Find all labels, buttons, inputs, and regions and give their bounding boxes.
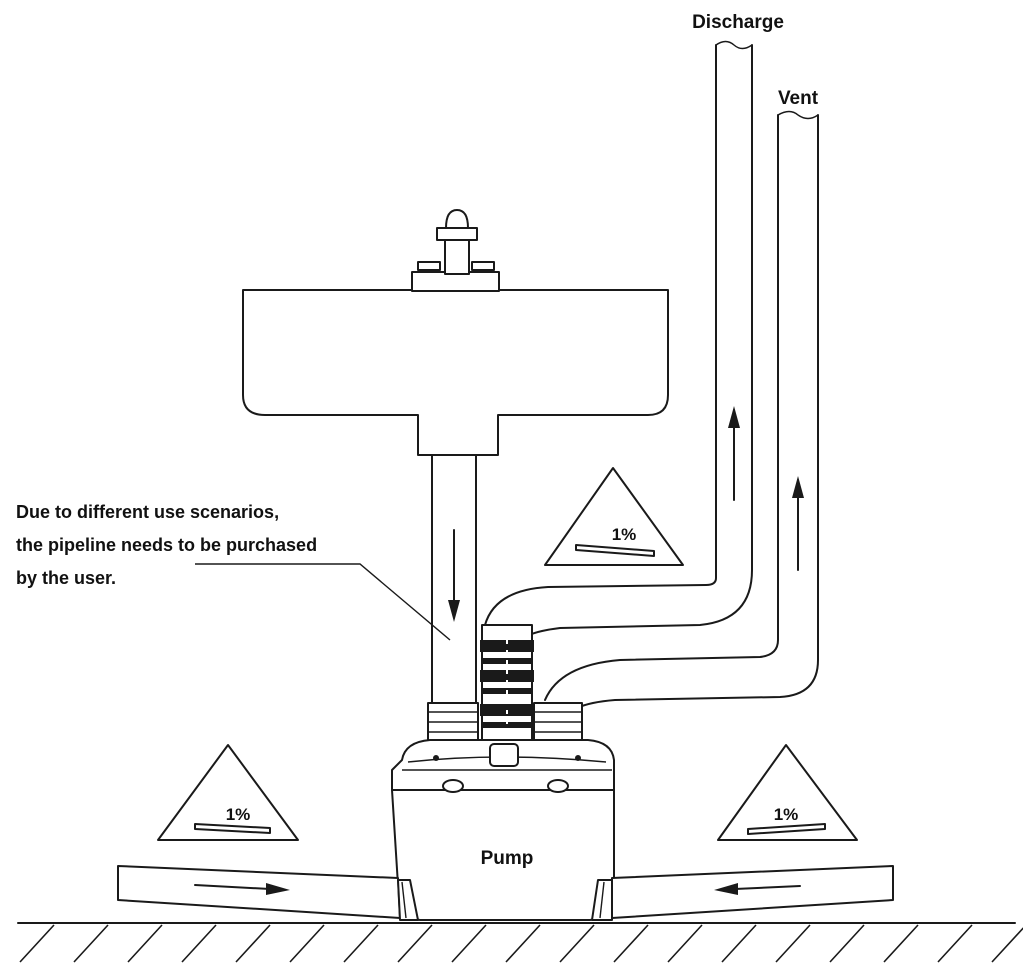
discharge-label: Discharge [692,12,784,33]
slope-right-value: 1% [774,805,799,824]
right-inlet-pipe [591,865,894,921]
hatch-line [397,924,433,963]
slope-triangle-upper: 1% [544,467,684,566]
note-line-3: by the user. [16,568,116,588]
right-flow-arrow-icon [714,883,738,895]
pump-body: Pump [391,739,615,921]
hatch-line [127,924,163,963]
slope-left-value: 1% [226,805,251,824]
slope-triangle-icon [717,744,858,841]
slope-triangle-icon [544,467,684,566]
floor [17,922,1023,963]
left-inlet-pipe [117,865,419,921]
vent-arrow-icon [792,476,804,498]
floor-hatching [19,924,1023,963]
slope-triangle-right: 1% [717,744,858,841]
slope-upper-value: 1% [612,525,637,544]
check-valve [480,624,534,742]
hatch-line [559,924,595,963]
installation-note: Due to different use scenarios, the pipe… [16,502,451,641]
hatch-line [613,924,649,963]
discharge-arrow-icon [728,406,740,428]
faucet-knob [445,209,469,229]
vent-label: Vent [778,88,819,109]
hatch-line [181,924,217,963]
hatch-line [667,924,703,963]
drain-pipe [431,454,477,706]
vent-pipe [544,110,819,709]
wash-basin [242,209,669,456]
hatch-line [289,924,325,963]
hatch-line [775,924,811,963]
pump-label: Pump [481,848,534,869]
note-line-1: Due to different use scenarios, [16,502,279,522]
hatch-line [505,924,541,963]
hatch-line [829,924,865,963]
hatch-line [721,924,757,963]
hatch-line [451,924,487,963]
hatch-line [343,924,379,963]
note-line-2: the pipeline needs to be purchased [16,535,317,555]
hatch-line [991,927,1023,963]
slope-triangle-icon [157,744,299,841]
note-leader-line [195,563,451,641]
slope-triangle-left: 1% [157,744,299,841]
drain-arrow-icon [448,600,460,622]
hatch-line [937,924,973,963]
hatch-line [73,924,109,963]
hatch-line [235,924,271,963]
hatch-line [19,924,55,963]
left-flow-arrow-icon [266,883,290,895]
hatch-line [883,924,919,963]
